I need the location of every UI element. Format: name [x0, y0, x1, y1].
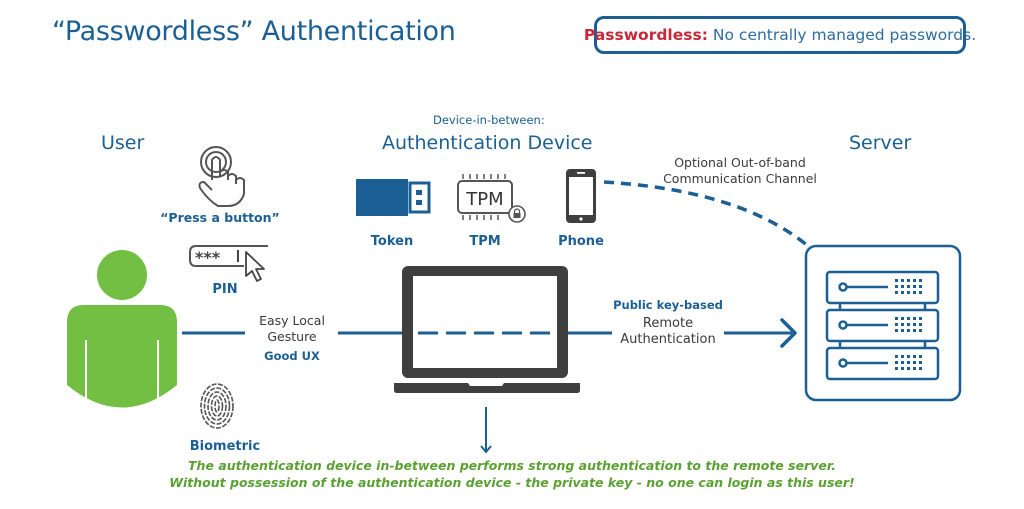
- arrow-down-icon: [480, 407, 492, 454]
- user-heading: User: [101, 132, 145, 154]
- device-subtitle: Device-in-between:: [433, 113, 545, 127]
- passwordless-note-box: Passwordless: No centrally managed passw…: [584, 16, 976, 54]
- device-label-tpm: TPM: [469, 234, 501, 249]
- server-heading: Server: [849, 132, 912, 154]
- remote-link-line1: Remote: [642, 316, 694, 331]
- oob-line2: Communication Channel: [663, 171, 817, 186]
- remote-link-line2: Authentication: [620, 332, 716, 347]
- device-label-phone: Phone: [558, 234, 604, 249]
- note-text: No centrally managed passwords.: [712, 26, 977, 44]
- device-label-token: Token: [370, 234, 414, 249]
- pin-mask-text: ***: [195, 248, 221, 267]
- gesture-label-press: “Press a button”: [160, 210, 280, 225]
- server-icon: [804, 244, 962, 402]
- hand-press-icon: [198, 146, 245, 207]
- pin-entry-icon: ***: [189, 245, 268, 282]
- page-title: “Passwordless” Authentication: [52, 16, 456, 47]
- gesture-label-biometric: Biometric: [189, 439, 261, 454]
- phone-icon: [566, 169, 596, 223]
- user-figure-icon: [67, 250, 177, 408]
- oob-channel-line: [603, 180, 810, 248]
- remote-link-label: Remote Authentication: [608, 316, 728, 348]
- local-link-line2: Gesture: [267, 329, 317, 344]
- tpm-chip-icon: TPM: [457, 174, 526, 223]
- local-link-sub: Good UX: [264, 349, 320, 363]
- oob-line1: Optional Out-of-band: [674, 155, 806, 170]
- usb-token-icon: [356, 179, 431, 216]
- arrow-right-icon: [780, 318, 797, 348]
- footer-line-1: The authentication device in-between per…: [188, 458, 836, 473]
- footer-line-2: Without possession of the authentication…: [169, 475, 855, 490]
- laptop-icon: [394, 266, 580, 393]
- remote-link-sub: Public key-based: [613, 298, 723, 312]
- local-link-label: Easy Local Gesture: [243, 313, 341, 345]
- fingerprint-icon: [200, 383, 234, 429]
- device-heading: Authentication Device: [382, 132, 593, 154]
- note-key: Passwordless:: [583, 26, 708, 44]
- local-link-line1: Easy Local: [259, 313, 325, 328]
- gesture-label-pin: PIN: [212, 282, 238, 297]
- tpm-chip-text: TPM: [465, 189, 503, 210]
- oob-channel-label: Optional Out-of-band Communication Chann…: [655, 155, 825, 187]
